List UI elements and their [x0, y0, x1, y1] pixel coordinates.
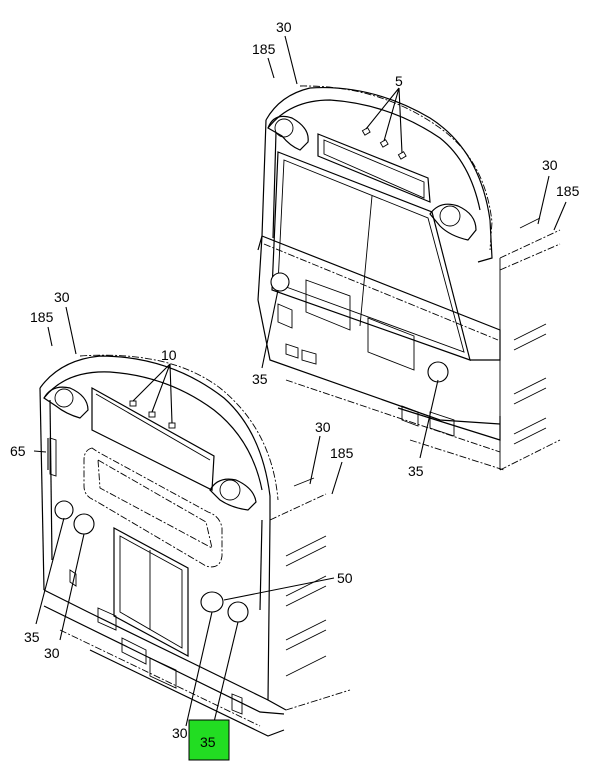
callout-30: 30	[172, 725, 188, 741]
leader-lines	[33, 35, 567, 727]
callout-50: 50	[337, 570, 353, 586]
callout-30: 30	[54, 289, 70, 305]
callout-5: 5	[395, 73, 403, 89]
lower-bus-rear	[39, 354, 351, 737]
callout-30: 30	[542, 157, 558, 173]
callout-185: 185	[556, 183, 580, 199]
callout-10: 10	[161, 347, 177, 363]
callout-35-highlighted: 35	[200, 734, 216, 750]
callout-185: 185	[330, 445, 354, 461]
upper-bus-front	[257, 85, 561, 471]
callout-30: 30	[315, 419, 331, 435]
callout-185: 185	[30, 309, 54, 325]
callout-35: 35	[24, 629, 40, 645]
callout-30: 30	[44, 645, 60, 661]
callout-labels: 30 185 5 30 185 35 35 30 185 10 65 30 18…	[10, 19, 580, 750]
callout-185: 185	[252, 41, 276, 57]
callout-30: 30	[276, 19, 292, 35]
callout-65: 65	[10, 443, 26, 459]
highlight-box[interactable]	[188, 719, 230, 761]
callout-35: 35	[252, 371, 268, 387]
callout-35: 35	[408, 463, 424, 479]
